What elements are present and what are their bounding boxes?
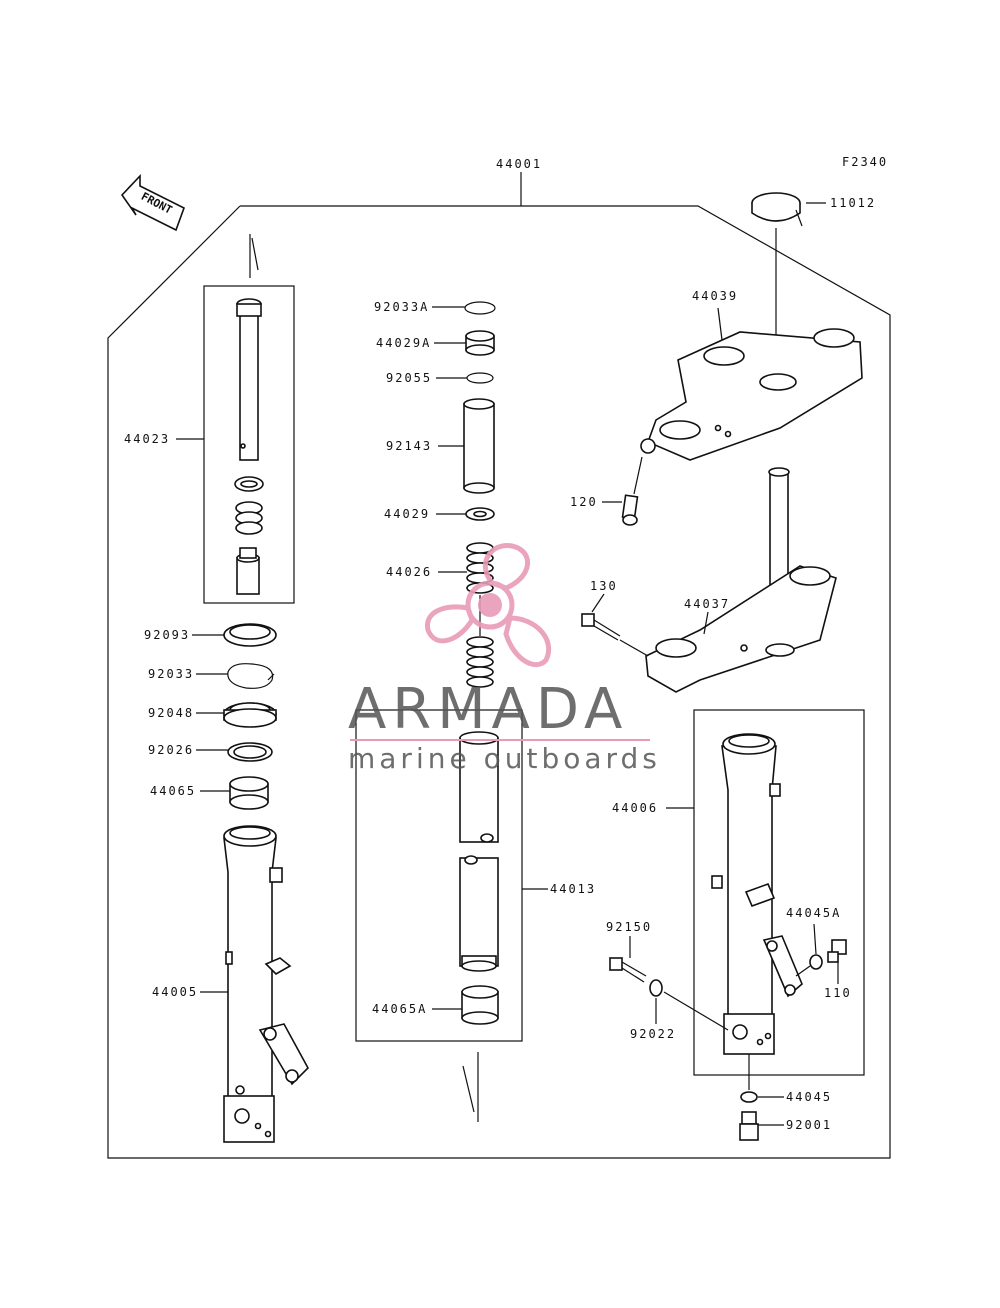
bolt-130 <box>581 613 621 641</box>
label-92026: 92026 <box>148 743 194 757</box>
ring-92033A <box>464 301 496 315</box>
right-tube-box <box>693 709 865 1076</box>
collar-44029A <box>465 330 495 356</box>
bolt-92150 <box>609 957 647 983</box>
watermark-brand: ARMADA <box>348 677 628 742</box>
label-44026: 44026 <box>386 565 432 579</box>
label-44013: 44013 <box>550 882 596 896</box>
label-11012: 11012 <box>830 196 876 210</box>
label-44037: 44037 <box>684 597 730 611</box>
label-92143: 92143 <box>386 439 432 453</box>
label-92033: 92033 <box>148 667 194 681</box>
label-44023: 44023 <box>124 432 170 446</box>
label-92001: 92001 <box>786 1118 832 1132</box>
washer-92022 <box>649 979 663 997</box>
diagram-code: F2340 <box>842 155 888 169</box>
bolt-92001 <box>739 1111 759 1141</box>
bolt-120 <box>621 494 639 526</box>
armada-logo-icon <box>425 543 551 668</box>
label-110: 110 <box>824 986 852 1000</box>
label-44029A: 44029A <box>376 336 431 350</box>
washer-44029 <box>465 507 495 521</box>
label-44039: 44039 <box>692 289 738 303</box>
washer-92026 <box>227 742 273 762</box>
label-130: 130 <box>590 579 618 593</box>
label-92093: 92093 <box>144 628 190 642</box>
upper-bracket-44039 <box>640 328 863 461</box>
inner-tube-44013 <box>459 731 499 972</box>
watermark-tagline: marine outboards <box>348 742 661 775</box>
bolt-110 <box>827 939 847 963</box>
washer-44045A <box>809 954 823 970</box>
damper-rod <box>236 298 262 461</box>
inner-tube-box <box>355 709 523 1042</box>
washer-44045 <box>740 1091 758 1103</box>
label-92150: 92150 <box>606 920 652 934</box>
label-44065A: 44065A <box>372 1002 427 1016</box>
label-44001: 44001 <box>496 157 542 171</box>
spacer-92143 <box>463 398 495 494</box>
outer-tube-right-44006 <box>711 733 803 1055</box>
dust-seal <box>223 623 277 647</box>
label-44005: 44005 <box>152 985 198 999</box>
label-92022: 92022 <box>630 1027 676 1041</box>
guide-bushing-44065 <box>229 776 269 810</box>
label-44065: 44065 <box>150 784 196 798</box>
damper-piece <box>236 547 260 595</box>
damper-box <box>203 285 295 604</box>
label-44006: 44006 <box>612 801 658 815</box>
outer-tube-left <box>223 825 309 1143</box>
stopper-ring <box>227 663 275 689</box>
rebound-spring <box>234 476 264 535</box>
label-44045: 44045 <box>786 1090 832 1104</box>
label-44029: 44029 <box>384 507 430 521</box>
oil-seal <box>223 702 277 728</box>
steering-stem-44037 <box>645 467 837 693</box>
label-92055: 92055 <box>386 371 432 385</box>
bushing-44065A <box>461 985 499 1025</box>
assembly-frame <box>107 205 891 1159</box>
label-92048: 92048 <box>148 706 194 720</box>
label-44045A: 44045A <box>786 906 841 920</box>
o-ring-92055 <box>466 372 494 384</box>
front-arrow-icon: FRONT <box>120 173 185 232</box>
label-92033A: 92033A <box>374 300 429 314</box>
cap-11012 <box>751 192 803 227</box>
label-120: 120 <box>570 495 598 509</box>
